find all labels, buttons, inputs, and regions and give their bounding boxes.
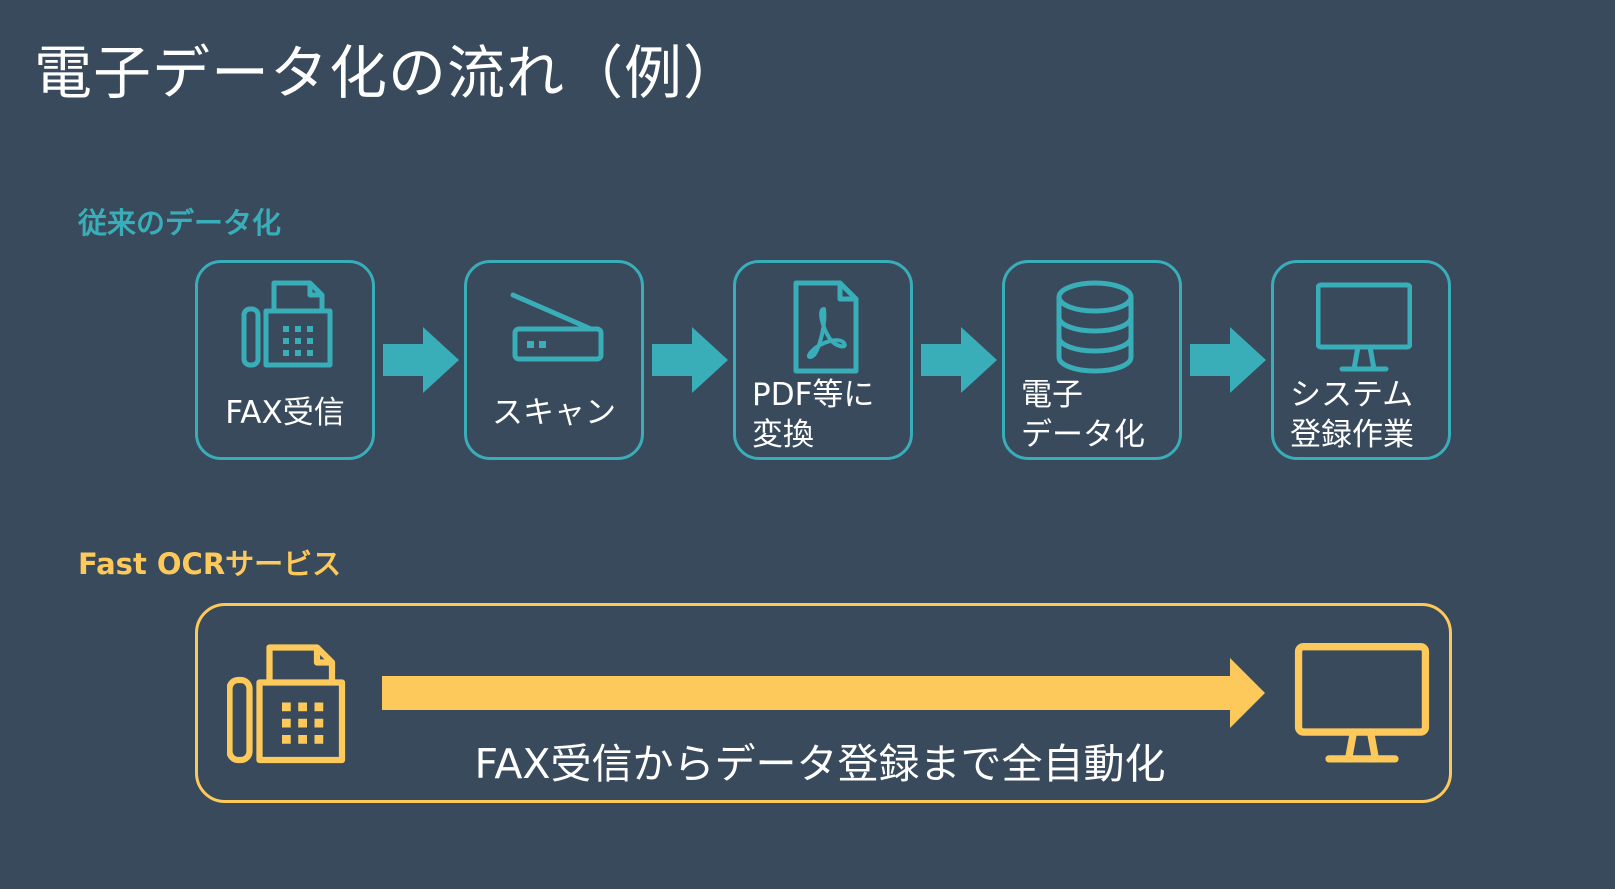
step-label: FAX受信 [225, 395, 345, 431]
fast-ocr-section-label: Fast OCRサービス [78, 547, 342, 581]
pdf-file-icon [793, 280, 859, 374]
step-label: システム 登録作業 [1290, 377, 1414, 453]
step-fax-receive: FAX受信 [195, 260, 375, 460]
traditional-section-label: 従来のデータ化 [78, 206, 282, 240]
step-label: 電子 データ化 [1021, 377, 1145, 453]
step-system-entry: システム 登録作業 [1271, 260, 1451, 460]
step-pdf-convert: PDF等に 変換 [733, 260, 913, 460]
step-label: PDF等に 変換 [752, 377, 875, 453]
arrow-right-icon [1190, 327, 1266, 393]
arrow-right-icon [383, 327, 459, 393]
step-digitize: 電子 データ化 [1002, 260, 1182, 460]
page-title: 電子データ化の流れ（例） [34, 39, 743, 107]
fast-ocr-caption: FAX受信からデータ登録まで全自動化 [474, 740, 1166, 788]
step-scan: スキャン [464, 260, 644, 460]
fax-icon [227, 644, 346, 764]
database-icon [1056, 280, 1134, 374]
arrow-right-icon [652, 327, 728, 393]
long-arrow-right-icon [382, 658, 1265, 728]
monitor-icon [1294, 643, 1430, 763]
step-label: スキャン [492, 395, 616, 431]
monitor-icon [1316, 282, 1412, 372]
fax-icon [241, 280, 333, 368]
fast-ocr-box [195, 603, 1452, 803]
arrow-right-icon [921, 327, 997, 393]
scanner-icon [510, 292, 604, 362]
